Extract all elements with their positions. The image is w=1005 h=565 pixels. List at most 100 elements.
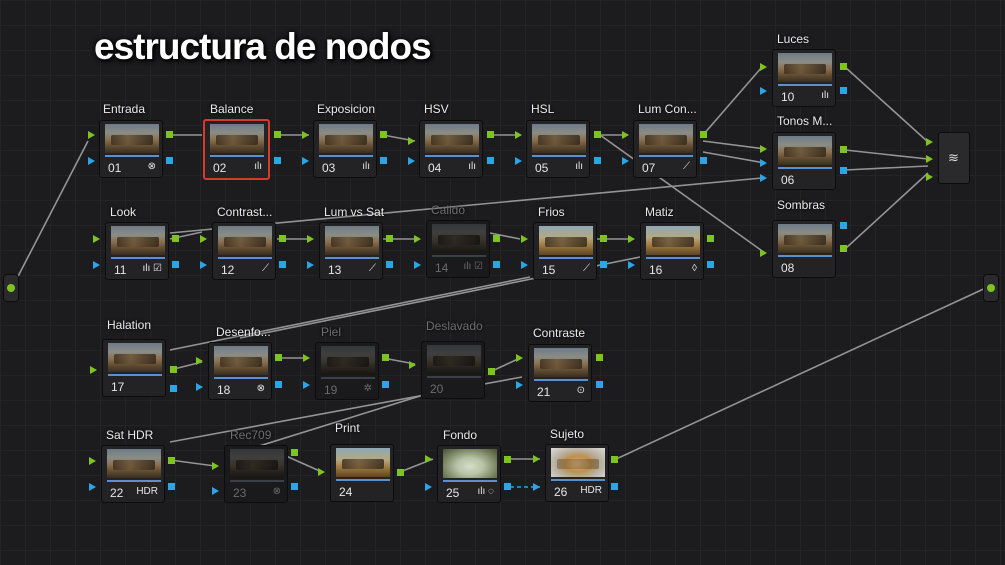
rgb-output-pin[interactable] (840, 146, 847, 153)
rgb-input-pin[interactable] (303, 354, 310, 362)
node-19[interactable]: 19✲ (315, 342, 379, 400)
rgb-output-pin[interactable] (700, 131, 707, 138)
key-input-pin[interactable] (93, 261, 100, 269)
key-input-pin[interactable] (200, 261, 207, 269)
rgb-input-pin[interactable] (521, 235, 528, 243)
rgb-input-pin[interactable] (89, 457, 96, 465)
node-23[interactable]: 23⊗ (224, 445, 288, 503)
node-20[interactable]: 20 (421, 341, 485, 399)
rgb-output-pin[interactable] (170, 366, 177, 373)
key-output-pin[interactable] (504, 483, 511, 490)
key-output-pin[interactable] (487, 157, 494, 164)
rgb-output-pin[interactable] (493, 235, 500, 242)
key-input-pin[interactable] (212, 487, 219, 495)
key-output-pin[interactable] (279, 261, 286, 268)
rgb-input-pin[interactable] (628, 235, 635, 243)
rgb-output-pin[interactable] (504, 456, 511, 463)
key-output-pin[interactable] (600, 261, 607, 268)
rgb-output-pin[interactable] (380, 131, 387, 138)
rgb-output-pin[interactable] (611, 456, 618, 463)
rgb-input-pin[interactable] (93, 235, 100, 243)
key-input-pin[interactable] (622, 157, 629, 165)
rgb-input-pin[interactable] (516, 354, 523, 362)
rgb-input-pin[interactable] (515, 131, 522, 139)
rgb-output-pin[interactable] (840, 63, 847, 70)
rgb-input-pin[interactable] (196, 357, 203, 365)
node-21[interactable]: 21⊙ (528, 344, 592, 402)
rgb-output-pin[interactable] (594, 131, 601, 138)
source-input-node[interactable] (3, 274, 19, 302)
key-output-pin[interactable] (840, 167, 847, 174)
key-input-pin[interactable] (196, 383, 203, 391)
key-input-pin[interactable] (521, 261, 528, 269)
node-06[interactable]: 06 (772, 132, 836, 190)
key-output-pin[interactable] (172, 261, 179, 268)
mixer-input-pin[interactable] (926, 138, 933, 146)
key-input-pin[interactable] (760, 87, 767, 95)
rgb-output-pin[interactable] (291, 449, 298, 456)
rgb-input-pin[interactable] (200, 235, 207, 243)
key-output-pin[interactable] (386, 261, 393, 268)
rgb-input-pin[interactable] (90, 366, 97, 374)
rgb-output-pin[interactable] (840, 245, 847, 252)
key-output-pin[interactable] (611, 483, 618, 490)
rgb-output-pin[interactable] (487, 131, 494, 138)
key-input-pin[interactable] (760, 174, 767, 182)
key-input-pin[interactable] (760, 159, 767, 167)
mixer-input-pin[interactable] (926, 155, 933, 163)
key-output-pin[interactable] (166, 157, 173, 164)
rgb-input-pin[interactable] (425, 455, 432, 463)
node-12[interactable]: 12⟋ (212, 222, 276, 280)
key-output-pin[interactable] (840, 87, 847, 94)
key-input-pin[interactable] (302, 157, 309, 165)
key-input-pin[interactable] (88, 157, 95, 165)
rgb-output-pin[interactable] (397, 469, 404, 476)
key-input-pin[interactable] (414, 261, 421, 269)
key-output-pin[interactable] (700, 157, 707, 164)
rgb-output-pin[interactable] (274, 131, 281, 138)
rgb-input-pin[interactable] (302, 131, 309, 139)
node-15[interactable]: 15⟋ (533, 222, 597, 280)
rgb-output-pin[interactable] (279, 235, 286, 242)
rgb-output-pin[interactable] (600, 235, 607, 242)
rgb-output-pin[interactable] (172, 235, 179, 242)
output-node[interactable] (983, 274, 999, 302)
rgb-input-pin[interactable] (760, 63, 767, 71)
key-input-pin[interactable] (303, 381, 310, 389)
rgb-output-pin[interactable] (386, 235, 393, 242)
node-18[interactable]: 18⊗ (208, 342, 272, 400)
key-output-pin[interactable] (380, 157, 387, 164)
key-output-pin[interactable] (493, 261, 500, 268)
key-input-pin[interactable] (425, 483, 432, 491)
rgb-input-pin[interactable] (318, 468, 325, 476)
rgb-input-pin[interactable] (622, 131, 629, 139)
key-output-pin[interactable] (840, 222, 847, 229)
source-output-pin[interactable] (7, 284, 15, 292)
node-16[interactable]: 16◊ (640, 222, 704, 280)
key-output-pin[interactable] (594, 157, 601, 164)
key-input-pin[interactable] (307, 261, 314, 269)
rgb-input-pin[interactable] (760, 145, 767, 153)
rgb-output-pin[interactable] (166, 131, 173, 138)
rgb-output-pin[interactable] (707, 235, 714, 242)
key-input-pin[interactable] (89, 483, 96, 491)
node-08[interactable]: 08 (772, 220, 836, 278)
node-13[interactable]: 13⟋ (319, 222, 383, 280)
node-17[interactable]: 17 (102, 339, 166, 397)
rgb-input-pin[interactable] (88, 131, 95, 139)
rgb-input-pin[interactable] (408, 137, 415, 145)
key-output-pin[interactable] (168, 483, 175, 490)
rgb-output-pin[interactable] (382, 354, 389, 361)
node-01[interactable]: 01⊗ (99, 120, 163, 178)
